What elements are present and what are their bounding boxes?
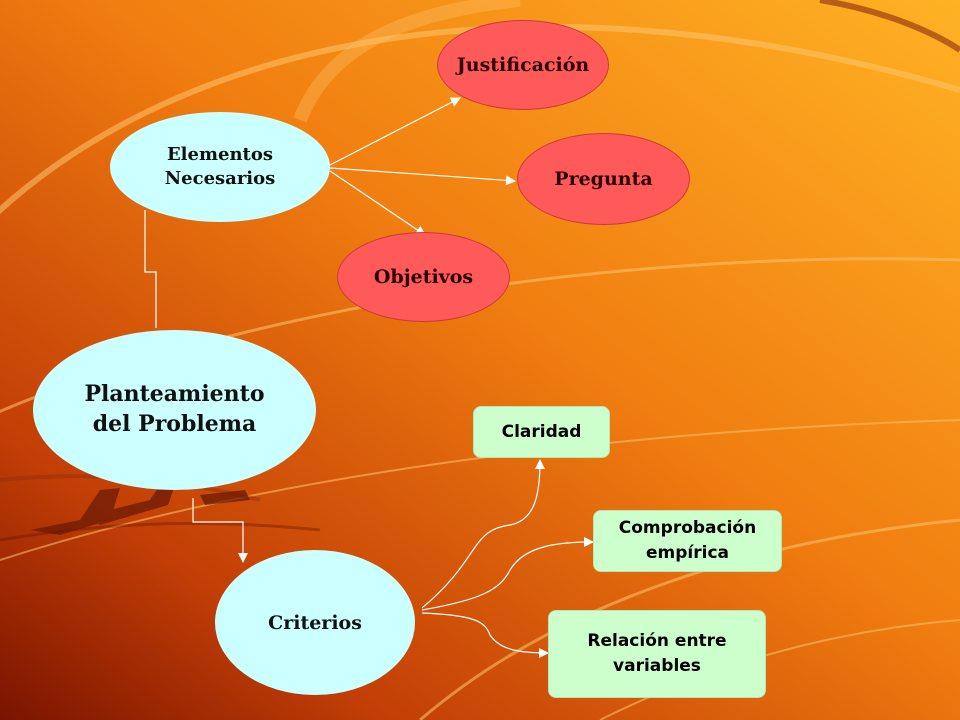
arrow-to-relacion xyxy=(421,612,549,658)
node-claridad: Claridad xyxy=(473,406,610,458)
arrow-to-comprobacion xyxy=(421,537,594,611)
starting-block-silhouette xyxy=(30,485,250,535)
node-objetivos: Objetivos xyxy=(337,232,510,322)
node-criterios: Criterios xyxy=(215,550,415,695)
arrow-to-pregunta xyxy=(329,167,516,186)
link-elementos-planteamiento xyxy=(144,210,157,328)
node-justificacion: Justificación xyxy=(437,20,609,110)
arrow-to-criterios xyxy=(192,498,248,563)
node-pregunta: Pregunta xyxy=(517,133,690,225)
arrow-to-objetivos xyxy=(329,170,426,236)
node-relacion-entre-variables: Relación entre variables xyxy=(548,610,766,698)
arrow-to-claridad xyxy=(421,459,545,609)
node-comprobacion-empirica: Comprobación empírica xyxy=(593,510,782,572)
arrow-to-justificacion xyxy=(329,97,461,166)
node-planteamiento-del-problema: Planteamiento del Problema xyxy=(33,330,316,490)
node-elementos-necesarios: Elementos Necesarios xyxy=(110,112,330,222)
